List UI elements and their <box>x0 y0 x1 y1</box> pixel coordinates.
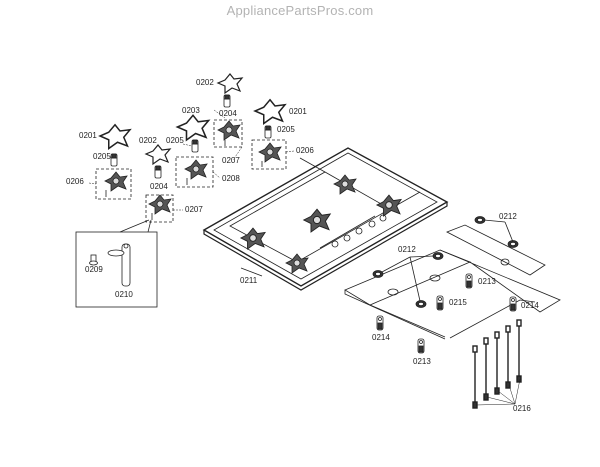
label-0216: 0216 <box>513 404 531 413</box>
label-0201-left: 0201 <box>79 131 97 140</box>
nozzle-0205-mid <box>191 139 199 153</box>
label-0209: 0209 <box>85 265 103 274</box>
label-0207-mid: 0207 <box>222 156 240 165</box>
nozzle-0205-right <box>264 125 272 139</box>
burner-base-0207-top <box>213 119 243 148</box>
label-0205-right: 0205 <box>277 125 295 134</box>
label-0211: 0211 <box>240 276 258 285</box>
ignition-cables-0216 <box>472 319 522 409</box>
electrode-detail-box <box>75 219 158 308</box>
label-0202-left: 0202 <box>139 136 157 145</box>
site-watermark: AppliancePartsPros.com <box>226 3 374 18</box>
clip-0213-left <box>417 338 425 354</box>
clip-0213-right <box>465 273 473 289</box>
label-0204-left: 0204 <box>150 182 168 191</box>
label-0205-left: 0205 <box>93 152 111 161</box>
label-0212-right: 0212 <box>499 212 517 221</box>
mounting-bracket <box>344 224 561 340</box>
screw-0209 <box>89 254 98 266</box>
burner-base-0208 <box>175 156 214 188</box>
label-0210: 0210 <box>115 290 133 299</box>
electrode-0210 <box>107 243 131 287</box>
grommet-0212-d <box>372 270 384 278</box>
label-0206-left: 0206 <box>66 177 84 186</box>
label-0203: 0203 <box>182 106 200 115</box>
nozzle-0204-left <box>154 165 162 179</box>
burner-cap-0202-top <box>217 73 243 94</box>
label-0202-top: 0202 <box>196 78 214 87</box>
grommet-0212-a <box>474 216 486 224</box>
nozzle-0205-left <box>110 153 118 167</box>
burner-base-0206-left <box>95 168 132 200</box>
label-0201-right: 0201 <box>289 107 307 116</box>
label-0213-right: 0213 <box>478 277 496 286</box>
clip-0214-right <box>509 296 517 312</box>
label-0204-top: 0204 <box>219 109 237 118</box>
label-0212-mid: 0212 <box>398 245 416 254</box>
label-0207-left: 0207 <box>185 205 203 214</box>
burner-base-0206-right <box>251 139 287 170</box>
label-0214-right: 0214 <box>521 301 539 310</box>
cooktop-panel-0211 <box>202 147 449 291</box>
clip-0215 <box>436 295 444 311</box>
label-0214-left: 0214 <box>372 333 390 342</box>
grommet-0212-c <box>432 252 444 260</box>
label-0215: 0215 <box>449 298 467 307</box>
burner-cap-0202-left <box>145 144 171 165</box>
grommet-0212-e <box>415 300 427 308</box>
burner-cap-0201-right <box>254 99 286 125</box>
clip-0214-left <box>376 315 384 331</box>
label-0208: 0208 <box>222 174 240 183</box>
label-0206-right: 0206 <box>296 146 314 155</box>
label-0213-left: 0213 <box>413 357 431 366</box>
burner-base-0207-left <box>145 194 174 223</box>
nozzle-0204-top <box>223 94 231 108</box>
burner-cap-0201-left <box>99 124 131 150</box>
label-0205-mid: 0205 <box>166 136 184 145</box>
